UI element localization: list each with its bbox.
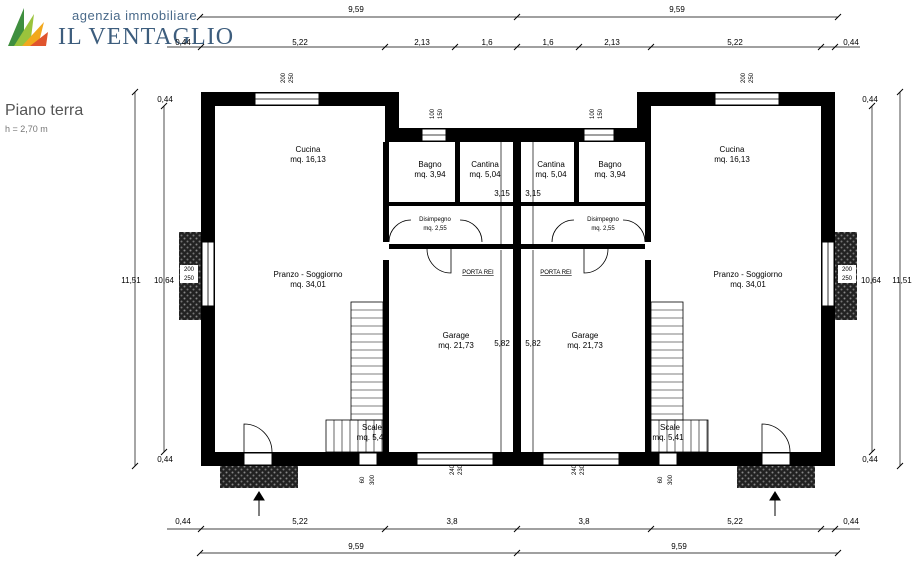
room-scale-right-area: mq. 5,41 xyxy=(652,433,684,442)
opening-bagno-left-a: 100 xyxy=(430,108,436,119)
dim-wall-top-left: 0,44 xyxy=(157,95,173,104)
dim-bottom-4: 5,22 xyxy=(727,517,743,526)
window-lines xyxy=(207,98,829,460)
opening-cucina-right-b: 250 xyxy=(749,72,755,83)
opening-scale-right-b: 300 xyxy=(668,474,674,485)
dim-top-total-right: 9,59 xyxy=(669,5,685,14)
opening-cucina-left-b: 250 xyxy=(289,72,295,83)
logo-name: IL VENTAGLIO xyxy=(58,24,235,50)
dim-top-3: 1,6 xyxy=(481,38,493,47)
room-bagno-left-name: Bagno xyxy=(418,160,442,169)
opening-garage-right-a: 240 xyxy=(572,464,578,475)
room-soggiorno-left-name: Pranzo - Soggiorno xyxy=(274,270,343,279)
dim-side-total-left: 11,51 xyxy=(121,276,141,285)
opening-garage-left-a: 240 xyxy=(450,464,456,475)
floor-height-note: h = 2,70 m xyxy=(5,124,48,134)
opening-bagno-right-a: 100 xyxy=(590,108,596,119)
dim-bottom-0: 0,44 xyxy=(175,517,191,526)
room-disimpegno-left-name: Disimpegno xyxy=(419,217,451,223)
dim-top-2: 2,13 xyxy=(414,38,430,47)
opening-side-right-a: 200 xyxy=(842,267,853,273)
opening-bagno-left-b: 150 xyxy=(438,108,444,119)
room-garage-right-name: Garage xyxy=(572,331,599,340)
dim-top-total-left: 9,59 xyxy=(348,5,364,14)
dim-wall-bottom-right: 0,44 xyxy=(862,455,878,464)
dim-bottom-total-left: 9,59 xyxy=(348,542,364,551)
room-cucina-right-area: mq. 16,13 xyxy=(714,155,750,164)
room-disimpegno-right-name: Disimpegno xyxy=(587,217,619,223)
dim-wall-bottom-left: 0,44 xyxy=(157,455,173,464)
dim-bottom-total-right: 9,59 xyxy=(671,542,687,551)
dim-height-cantina-right: 3,15 xyxy=(525,189,541,198)
room-cantina-left-area: mq. 5,04 xyxy=(469,170,501,179)
room-cucina-left-area: mq. 16,13 xyxy=(290,155,326,164)
room-disimpegno-right-area: mq. 2,55 xyxy=(591,226,615,232)
gravel-left-entrance xyxy=(220,466,298,488)
dim-wall-top-right: 0,44 xyxy=(862,95,878,104)
dim-bottom-5: 0,44 xyxy=(843,517,859,526)
opening-garage-left-b: 230 xyxy=(458,464,464,475)
opening-garage-right-b: 230 xyxy=(580,464,586,475)
opening-side-left-b: 250 xyxy=(184,276,195,282)
floor-title: Piano terra xyxy=(5,102,84,119)
room-scale-left-name: Scale xyxy=(362,423,383,432)
dim-height-cantina-left: 3,15 xyxy=(494,189,510,198)
dim-side-inner-left: 10,64 xyxy=(154,276,175,285)
dim-top-0: 0,44 xyxy=(175,38,191,47)
dim-height-garage-left: 5,82 xyxy=(494,339,510,348)
entrance-arrows xyxy=(253,491,781,516)
dim-top-7: 0,44 xyxy=(843,38,859,47)
room-cantina-right-name: Cantina xyxy=(537,160,565,169)
gravel-right-entrance xyxy=(737,466,815,488)
dim-top-4: 1,6 xyxy=(542,38,554,47)
porta-rei-left: PORTA REI xyxy=(462,270,494,276)
room-soggiorno-right-name: Pranzo - Soggiorno xyxy=(714,270,783,279)
dim-top-6: 5,22 xyxy=(727,38,743,47)
room-cucina-right-name: Cucina xyxy=(720,145,745,154)
dim-side-inner-right: 10,64 xyxy=(861,276,882,285)
porta-rei-right: PORTA REI xyxy=(540,270,572,276)
room-soggiorno-left-area: mq. 34,01 xyxy=(290,280,326,289)
logo-icon xyxy=(8,8,48,46)
interior-dim-lines xyxy=(500,142,534,452)
room-garage-right-area: mq. 21,73 xyxy=(567,341,603,350)
room-garage-left-area: mq. 21,73 xyxy=(438,341,474,350)
opening-bagno-right-b: 150 xyxy=(598,108,604,119)
dim-height-garage-right: 5,82 xyxy=(525,339,541,348)
room-cantina-right-area: mq. 5,04 xyxy=(535,170,567,179)
room-scale-left-area: mq. 5,4 xyxy=(357,433,384,442)
dim-bottom-2: 3,8 xyxy=(446,517,458,526)
opening-cucina-right-a: 200 xyxy=(741,72,747,83)
dim-top-5: 2,13 xyxy=(604,38,620,47)
logo-tagline: agenzia immobiliare xyxy=(72,8,198,23)
room-bagno-left-area: mq. 3,94 xyxy=(414,170,446,179)
room-scale-right-name: Scale xyxy=(660,423,681,432)
opening-scale-left-a: 60 xyxy=(360,476,366,483)
opening-scale-right-a: 60 xyxy=(658,476,664,483)
dim-bottom-1: 5,22 xyxy=(292,517,308,526)
room-garage-left-name: Garage xyxy=(443,331,470,340)
room-soggiorno-right-area: mq. 34,01 xyxy=(730,280,766,289)
dimension-ticks xyxy=(131,13,904,557)
opening-side-right-b: 250 xyxy=(842,276,853,282)
stair-steps xyxy=(333,309,708,452)
room-disimpegno-left-area: mq. 2,55 xyxy=(423,226,447,232)
room-bagno-right-name: Bagno xyxy=(598,160,622,169)
room-bagno-right-area: mq. 3,94 xyxy=(594,170,626,179)
doors xyxy=(243,219,791,453)
dim-top-1: 5,22 xyxy=(292,38,308,47)
opening-side-left-a: 200 xyxy=(184,267,195,273)
dim-side-total-right: 11,51 xyxy=(892,276,912,285)
opening-cucina-left-a: 200 xyxy=(281,72,287,83)
room-cantina-left-name: Cantina xyxy=(471,160,499,169)
dimension-lines xyxy=(134,16,901,554)
room-cucina-left-name: Cucina xyxy=(296,145,321,154)
dim-bottom-3: 3,8 xyxy=(578,517,590,526)
opening-scale-left-b: 300 xyxy=(370,474,376,485)
